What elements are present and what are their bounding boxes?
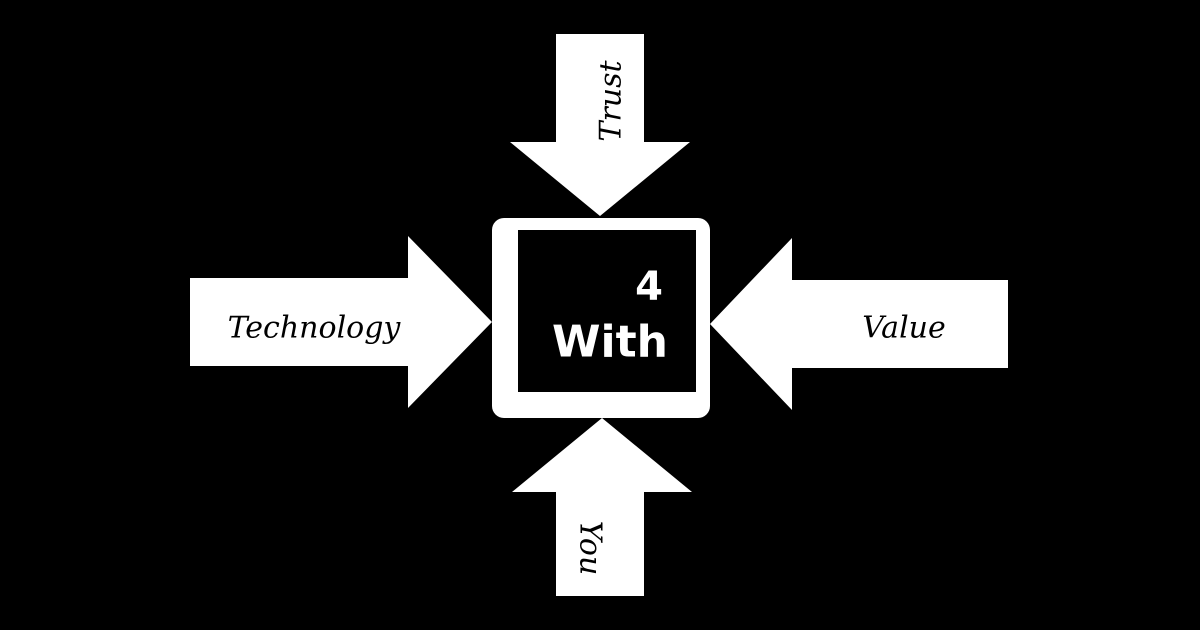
bottom-arrow: [512, 418, 692, 596]
right-arrow-label: Value: [862, 311, 945, 346]
center-word: With: [552, 317, 668, 368]
top-arrow: [510, 34, 690, 216]
left-arrow-label: Technology: [228, 311, 402, 346]
center-box-inner: [518, 230, 696, 392]
left-arrow: [190, 236, 492, 408]
bottom-arrow-label: You: [573, 521, 608, 576]
right-arrow: [710, 238, 1008, 410]
top-arrow-label: Trust: [594, 59, 629, 141]
center-number: 4: [635, 264, 663, 310]
